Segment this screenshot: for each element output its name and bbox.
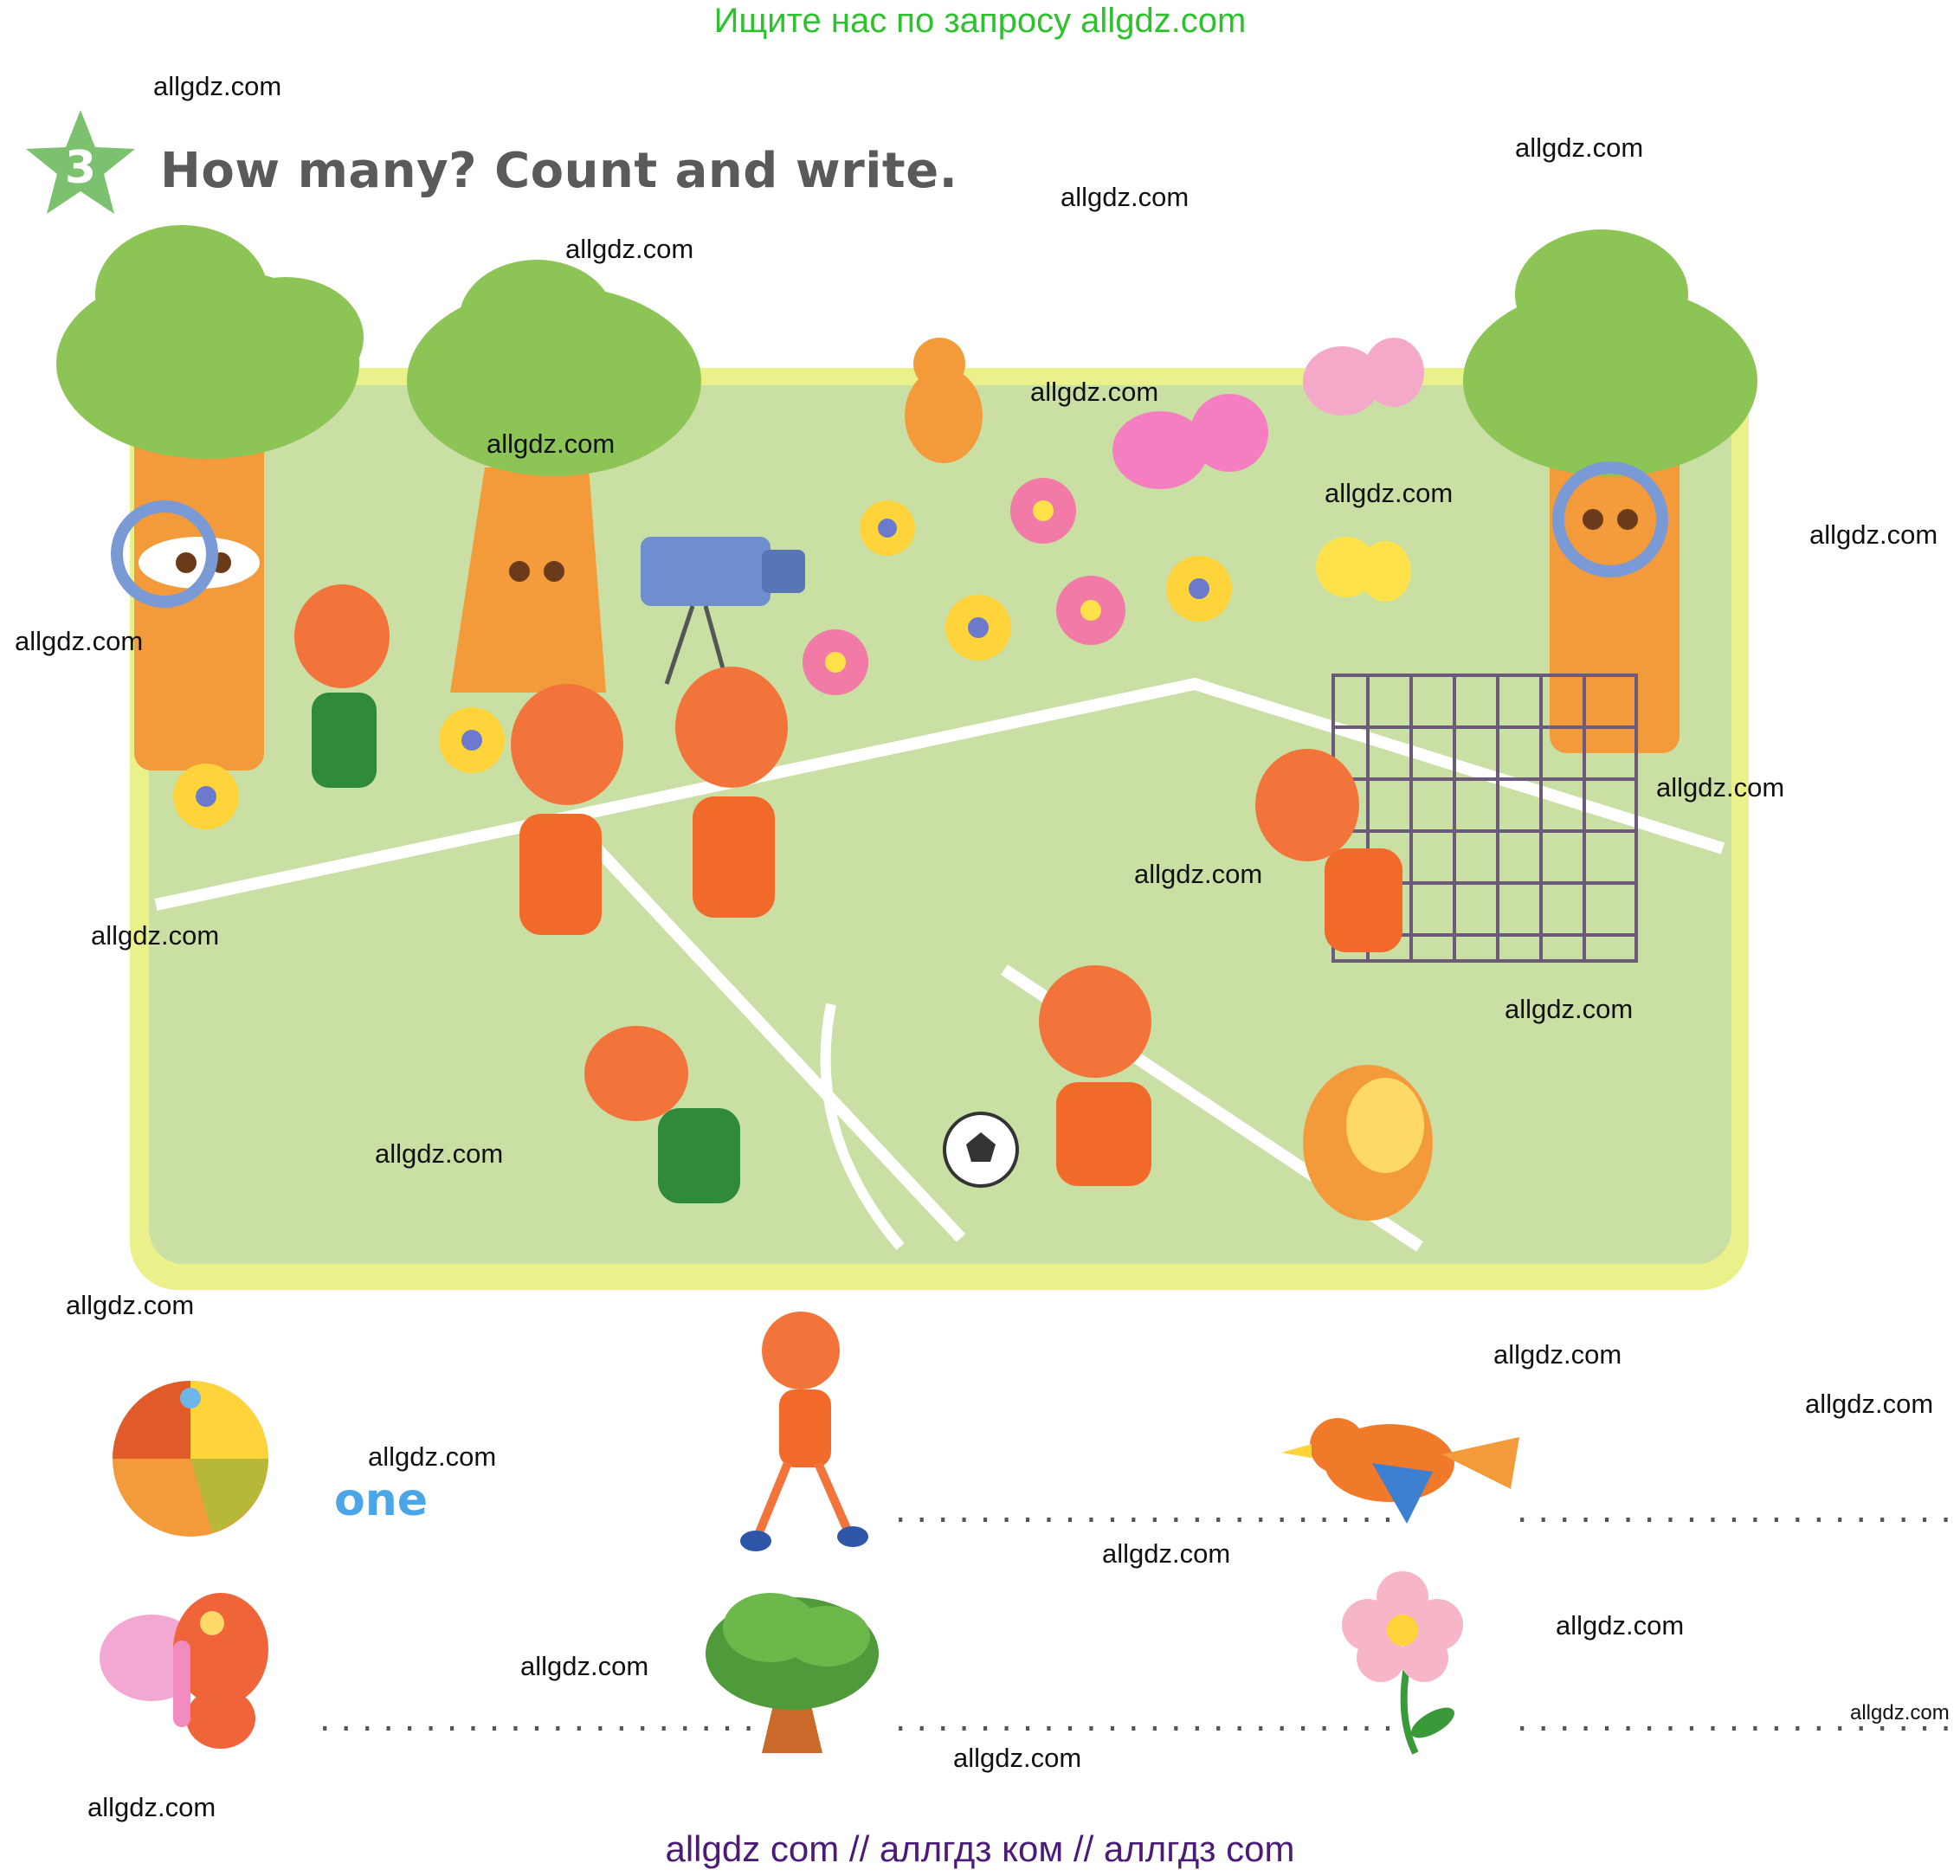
video-camera-icon	[641, 537, 805, 685]
goal-net-icon	[1331, 674, 1638, 963]
watermark: allgdz.com	[1556, 1610, 1685, 1641]
watermark: allgdz.com	[153, 71, 282, 101]
watermark: allgdz.com	[1030, 377, 1159, 407]
answer-ant-blank[interactable]: ........................	[892, 1495, 1401, 1530]
flower-icon	[1342, 1571, 1463, 1755]
watermark: allgdz.com	[1325, 478, 1454, 508]
watermark: allgdz.com	[1809, 519, 1938, 550]
watermark: allgdz.com	[1493, 1339, 1622, 1370]
football-scene-illustration	[56, 225, 1757, 1290]
watermark: allgdz.com	[1102, 1538, 1231, 1569]
watermark: allgdz.com	[1656, 772, 1785, 803]
watermark: allgdz.com	[375, 1138, 504, 1169]
field-line	[583, 835, 966, 1242]
watermark: allgdz.com	[1515, 132, 1644, 163]
answer-tree-blank[interactable]: ........................	[892, 1704, 1401, 1738]
beach-ball-icon	[113, 1381, 268, 1537]
scene-bird-icon	[905, 338, 983, 463]
tree-icon	[706, 1593, 879, 1753]
answer-butterfly-blank[interactable]: ........................	[316, 1704, 825, 1738]
exercise-number-star-icon: 3	[26, 110, 135, 214]
watermark: allgdz.com	[91, 920, 220, 951]
exercise-number: 3	[65, 142, 96, 194]
field-grass	[149, 385, 1731, 1264]
scene-butterfly-icon	[1112, 338, 1424, 602]
watermark: allgdz.com	[520, 1651, 649, 1681]
watermark: allgdz.com	[1850, 1701, 1950, 1725]
watermark: allgdz.com	[1061, 182, 1190, 212]
ant-icon	[740, 1312, 868, 1551]
scene-flower-icon	[173, 478, 1232, 829]
promo-banner[interactable]: Ищите нас по запросу allgdz.com	[713, 2, 1247, 40]
watermark: allgdz.com	[87, 1792, 216, 1822]
bird-icon	[1281, 1418, 1519, 1524]
watermark: allgdz.com	[1134, 859, 1263, 889]
watermark: allgdz.com	[565, 234, 694, 264]
exercise-title: How many? Count and write.	[160, 143, 958, 199]
soccer-ball-icon	[943, 1112, 1019, 1188]
scene-ant-icon	[294, 584, 1402, 1203]
watermark: allgdz.com	[1805, 1389, 1934, 1419]
tree-right-icon	[1463, 229, 1757, 753]
scene-owl-icon	[1303, 1065, 1433, 1221]
field-line	[154, 677, 1725, 911]
butterfly-icon	[100, 1593, 268, 1749]
watermark: allgdz.com	[487, 429, 616, 459]
answer-ball: one	[334, 1474, 429, 1526]
answer-bird-blank[interactable]: ........................	[1513, 1495, 1960, 1530]
answer-flower-blank[interactable]: ........................	[1513, 1704, 1960, 1738]
watermark: allgdz.com	[368, 1441, 497, 1472]
watermark: allgdz.com	[1505, 994, 1634, 1024]
tree-left-icon	[56, 225, 364, 770]
watermark: allgdz.com	[66, 1290, 195, 1320]
tree-middle-icon	[407, 260, 701, 693]
field-arc	[820, 1002, 905, 1250]
watermark: allgdz.com	[15, 626, 144, 656]
footer-links[interactable]: allgdz com // аллгдз ком // аллгдз com	[665, 1828, 1295, 1869]
watermark: allgdz.com	[953, 1743, 1082, 1773]
